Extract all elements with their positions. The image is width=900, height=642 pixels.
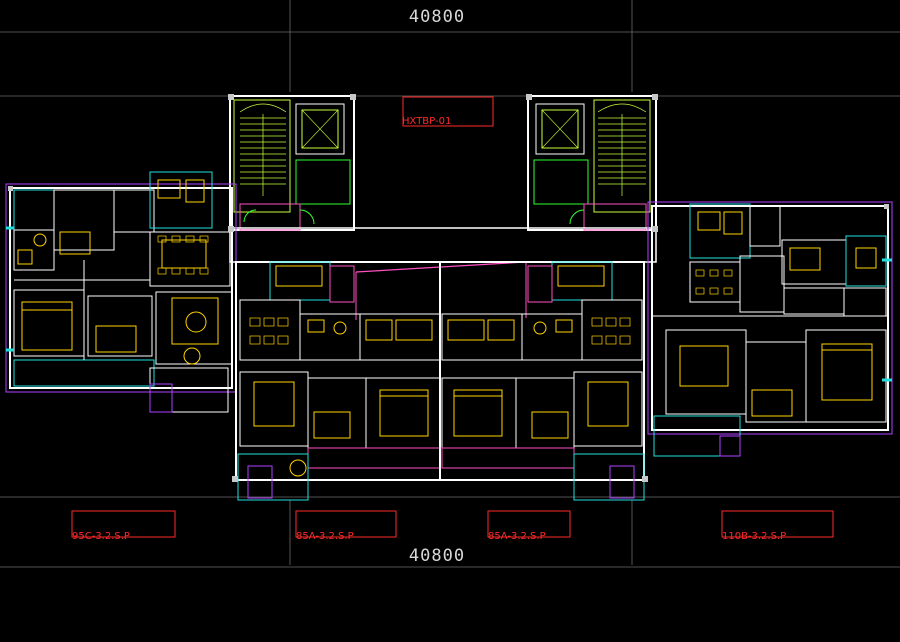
unit-tag-2: 85A-3.2.S.P [295, 510, 397, 542]
core-right [527, 95, 657, 231]
core-left [229, 95, 355, 231]
structural-columns [8, 94, 889, 482]
unit-left [5, 171, 237, 413]
unit-tag-2-text: 85A-3.2.S.P [296, 531, 354, 542]
unit-tag-1: 95C-3.2.S.P [71, 510, 176, 542]
dimension-bottom: 40800 [409, 546, 465, 566]
unit-right [647, 201, 893, 457]
unit-tag-3: 85A-3.2.S.P [487, 510, 571, 542]
dimension-top: 40800 [409, 7, 465, 27]
unit-tag-3-text: 85A-3.2.S.P [488, 531, 546, 542]
unit-tag-4-text: 110B-3.2.S.P [722, 531, 786, 542]
unit-tag-1-text: 95C-3.2.S.P [72, 531, 130, 542]
axis-lines [0, 0, 900, 568]
unit-center-left [235, 261, 441, 501]
title-tag: HXTBP-01 [402, 96, 494, 127]
unit-tag-4: 110B-3.2.S.P [721, 510, 834, 542]
unit-center-right [439, 261, 645, 501]
title-tag-text: HXTBP-01 [402, 116, 451, 127]
